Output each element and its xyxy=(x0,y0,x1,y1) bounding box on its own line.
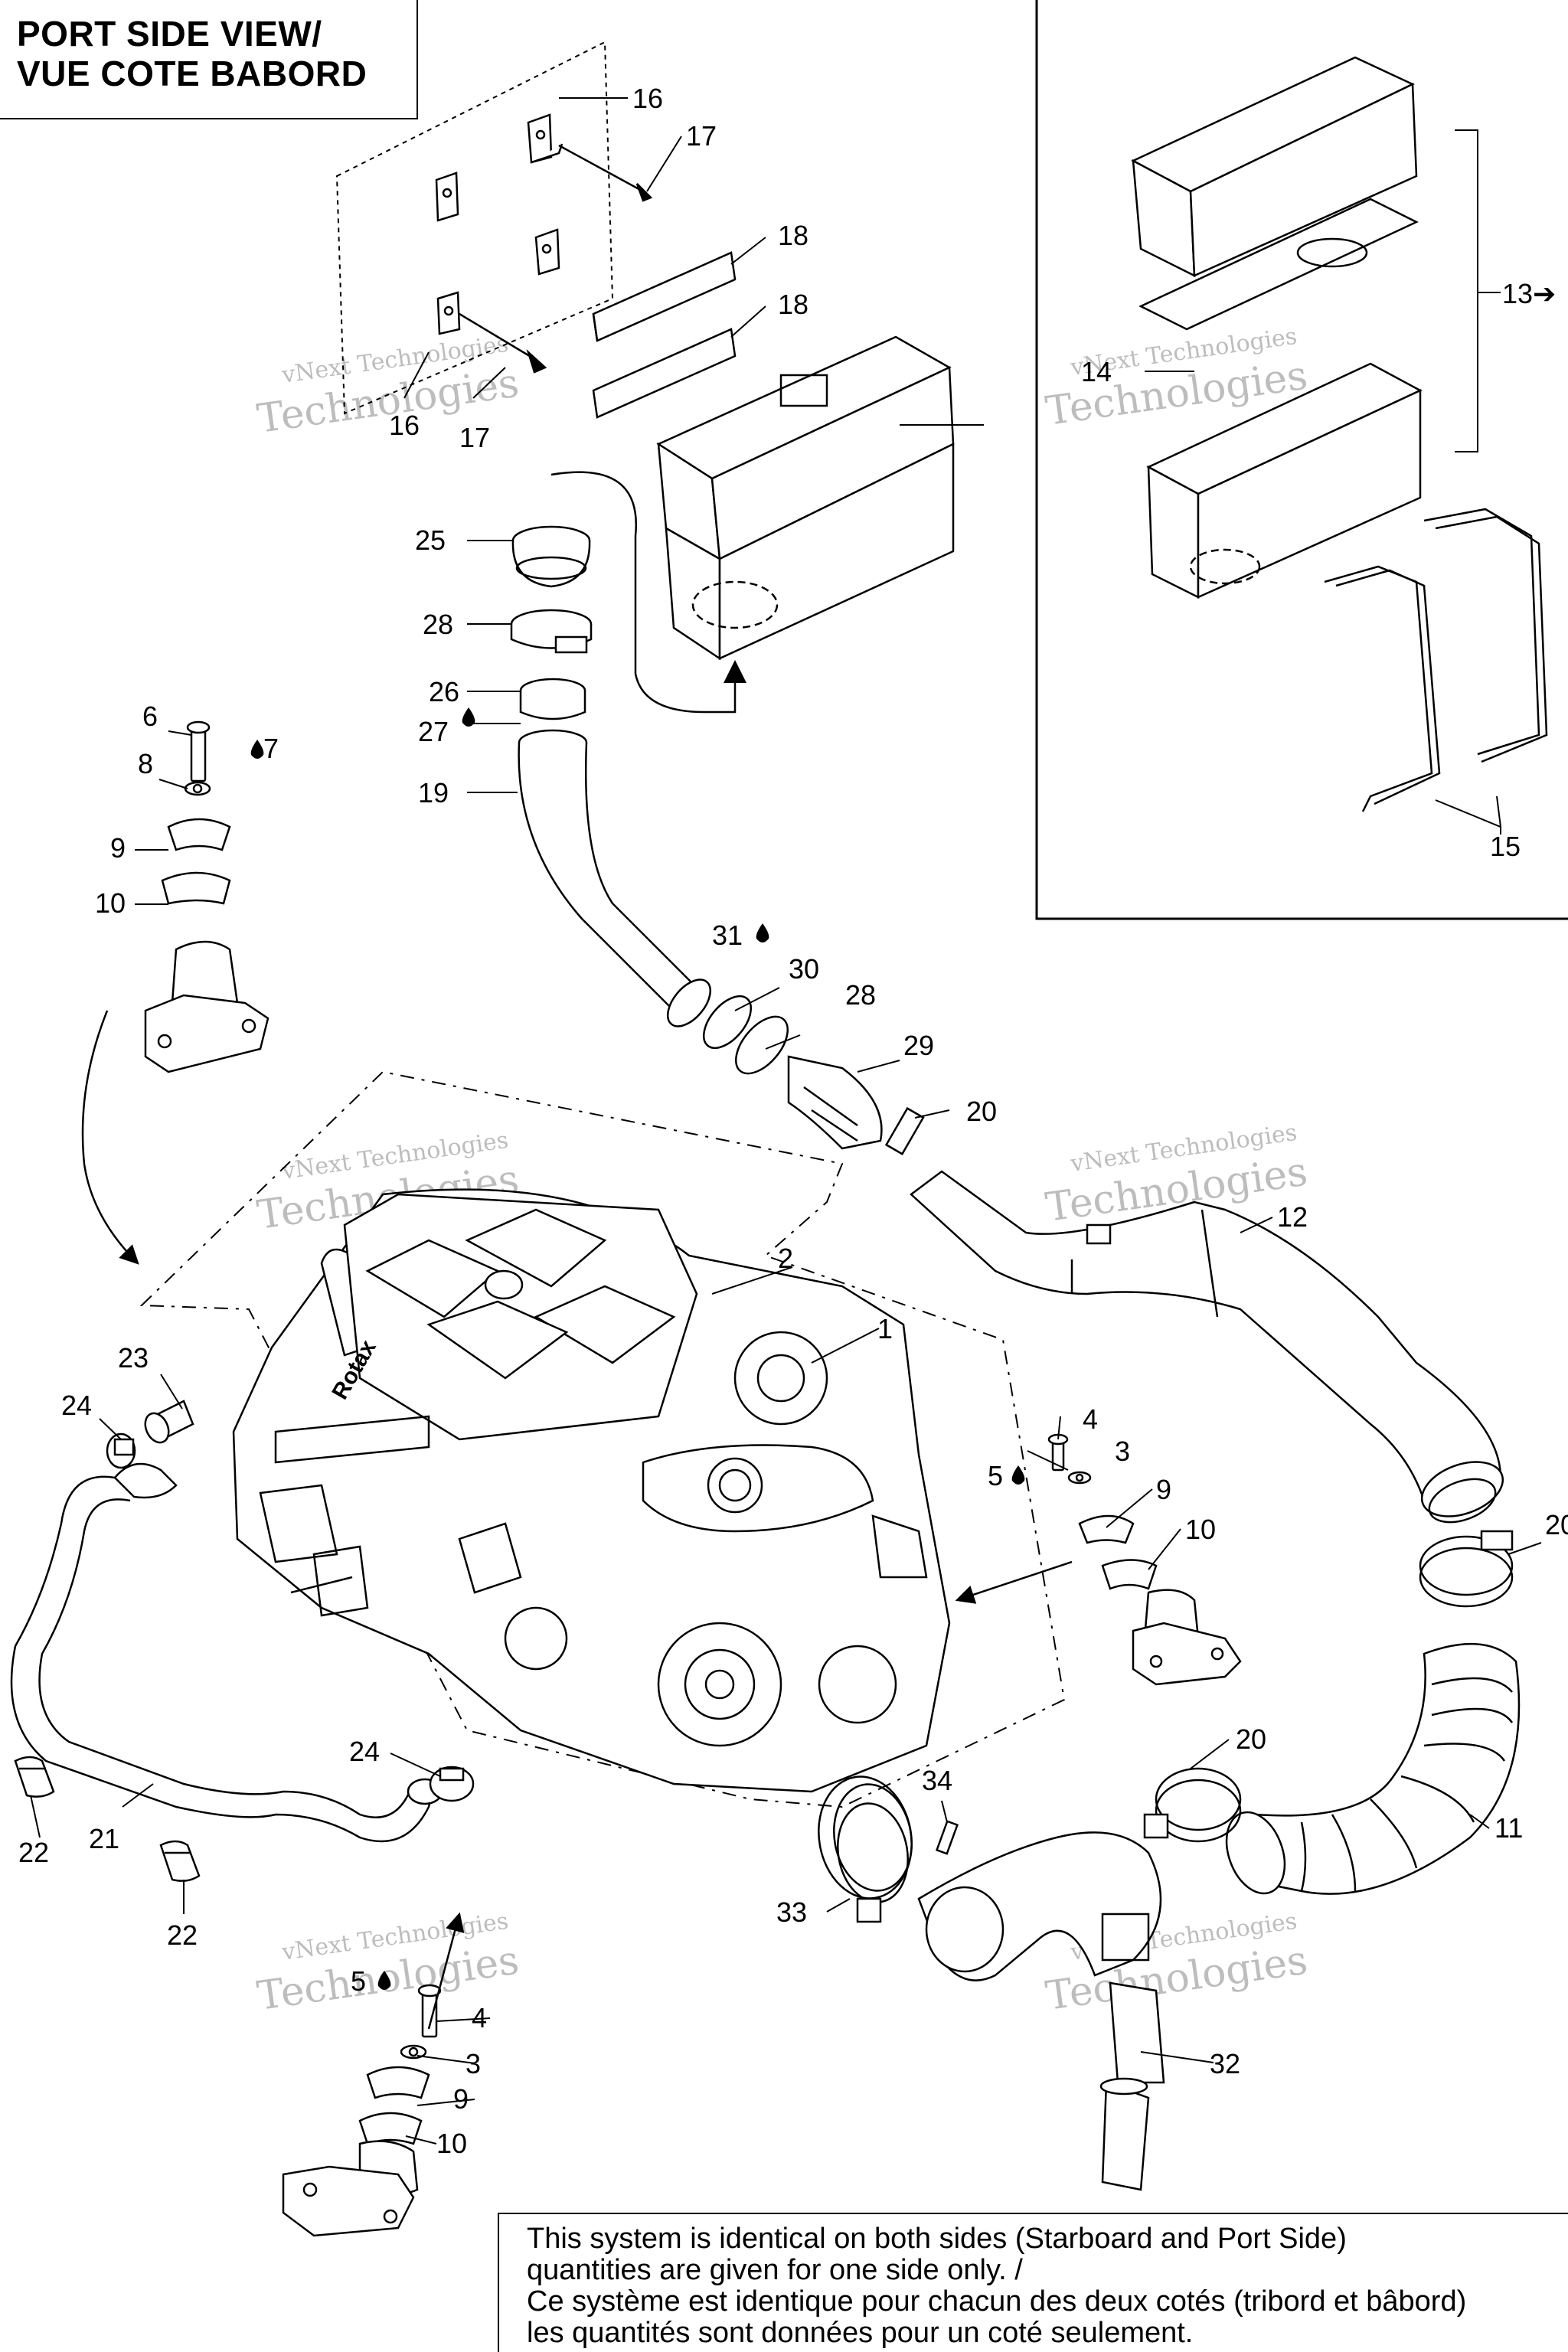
callout-1: 1 xyxy=(877,1313,893,1344)
callout-7: 7 xyxy=(263,733,279,764)
callout-17-lower: 17 xyxy=(459,422,490,453)
callout-4-right: 4 xyxy=(1083,1403,1098,1435)
callout-28-top: 28 xyxy=(423,609,453,640)
note-line-2: quantities are given for one side only. … xyxy=(527,2254,1023,2286)
bracket-16-a xyxy=(527,113,564,164)
callout-9-top: 9 xyxy=(110,832,126,864)
callout-20-right: 20 xyxy=(1545,1509,1568,1540)
duct-19-assembly xyxy=(510,525,925,1155)
callout-33: 33 xyxy=(776,1896,807,1928)
bracket-panel xyxy=(335,41,737,419)
pad-18-b xyxy=(592,328,737,419)
leader-lines xyxy=(30,97,1542,2145)
callout-4-bottom: 4 xyxy=(472,2002,487,2034)
view-title-fr: VUE COTE BABORD xyxy=(17,54,368,93)
note-line-4: les quantités sont données pour un coté … xyxy=(527,2317,1194,2349)
strap-15 xyxy=(1324,508,1548,812)
callout-29: 29 xyxy=(903,1030,934,1061)
callout-23: 23 xyxy=(118,1342,149,1374)
callout-14: 14 xyxy=(1081,356,1112,387)
flex-duct-11 xyxy=(1225,1642,1521,1895)
view-title-en: PORT SIDE VIEW/ xyxy=(17,14,322,54)
callout-24-top: 24 xyxy=(61,1390,92,1421)
arrow-icon xyxy=(955,1560,1073,1604)
callout-28-mid: 28 xyxy=(845,979,876,1011)
callout-30: 30 xyxy=(789,953,819,985)
callout-3-right: 3 xyxy=(1115,1436,1130,1467)
callout-26: 26 xyxy=(429,676,459,707)
callout-9-right: 9 xyxy=(1156,1474,1171,1505)
callout-31: 31 xyxy=(712,920,743,951)
callout-18-top: 18 xyxy=(778,220,808,251)
clamp-20-lower xyxy=(1143,1767,1242,1843)
bracket-16-d xyxy=(436,291,461,335)
clamp-20-right xyxy=(1419,1530,1514,1608)
callout-16-lower: 16 xyxy=(389,410,420,441)
vent-tube xyxy=(550,471,737,714)
arrow-icon xyxy=(81,1010,139,1265)
inset-frame xyxy=(1035,0,1568,920)
drop-icon xyxy=(462,707,475,727)
callout-21: 21 xyxy=(89,1823,119,1854)
callout-24-lower: 24 xyxy=(349,1736,380,1767)
callout-20-lower: 20 xyxy=(1236,1723,1266,1755)
drop-icon xyxy=(250,740,264,759)
callout-20-top: 20 xyxy=(966,1096,997,1127)
callout-5-right: 5 xyxy=(988,1460,1003,1491)
callout-18-lower: 18 xyxy=(778,289,808,320)
drop-icon xyxy=(1011,1465,1025,1485)
engine-dashed-outline xyxy=(139,1070,1066,1808)
callout-9-bottom: 9 xyxy=(453,2083,469,2115)
bracket-16-b xyxy=(435,172,459,222)
callout-10-right: 10 xyxy=(1185,1514,1216,1545)
callout-22-right: 22 xyxy=(167,1919,198,1951)
callout-22-left: 22 xyxy=(18,1837,49,1868)
callout-16-top: 16 xyxy=(632,83,663,114)
duct-12 xyxy=(910,1170,1504,1524)
callout-13: 13➔ xyxy=(1502,278,1556,309)
drop-icon xyxy=(756,923,769,942)
clamp-24-lower xyxy=(429,1766,475,1802)
hose-21 xyxy=(10,1462,443,1843)
note-box: This system is identical on both sides (… xyxy=(498,2213,1568,2352)
pad-18-a xyxy=(592,251,737,342)
callout-2: 2 xyxy=(778,1243,793,1274)
drop-icon xyxy=(377,1971,391,1990)
callout-25: 25 xyxy=(415,524,446,556)
callout-15: 15 xyxy=(1490,831,1521,862)
bracket-16-c xyxy=(534,228,560,276)
engine-block xyxy=(232,1188,951,1793)
note-line-1: This system is identical on both sides (… xyxy=(527,2223,1347,2255)
callout-11: 11 xyxy=(1494,1812,1523,1844)
battery-case-exploded xyxy=(1131,56,1423,599)
engine-mount-right xyxy=(1047,1433,1242,1686)
callout-10-top: 10 xyxy=(95,887,126,919)
view-title-box: PORT SIDE VIEW/ VUE COTE BABORD xyxy=(0,0,418,119)
callout-12: 12 xyxy=(1277,1201,1308,1233)
callout-5-bottom: 5 xyxy=(351,1965,366,1997)
fitting-23-24 xyxy=(106,1400,194,1469)
outlet-duct-32 xyxy=(833,1783,1165,2191)
callout-27: 27 xyxy=(418,716,449,747)
engine-mount-top xyxy=(144,720,270,1073)
callout-17-top: 17 xyxy=(686,120,717,152)
screw-17-a xyxy=(558,144,653,202)
battery-box xyxy=(656,335,955,661)
callout-32: 32 xyxy=(1210,2048,1240,2079)
callout-10-bottom: 10 xyxy=(436,2128,467,2159)
note-line-3: Ce système est identique pour chacun des… xyxy=(527,2285,1467,2318)
callout-3-bottom: 3 xyxy=(466,2048,481,2079)
screw-17-b xyxy=(459,312,547,374)
pin-34 xyxy=(935,1820,959,1855)
callout-8: 8 xyxy=(138,748,153,779)
arrow-icon xyxy=(427,1912,465,2030)
engine-mount-bottom xyxy=(282,1984,442,2237)
callout-6: 6 xyxy=(142,701,158,732)
clamp-33 xyxy=(818,1775,913,1923)
callout-labels: 16 17 18 18 16 17 13➔ 14 15 25 28 26 27 … xyxy=(18,83,1568,2159)
callout-34: 34 xyxy=(922,1765,952,1796)
callout-19: 19 xyxy=(418,777,449,808)
clip-22 xyxy=(14,1756,201,1882)
